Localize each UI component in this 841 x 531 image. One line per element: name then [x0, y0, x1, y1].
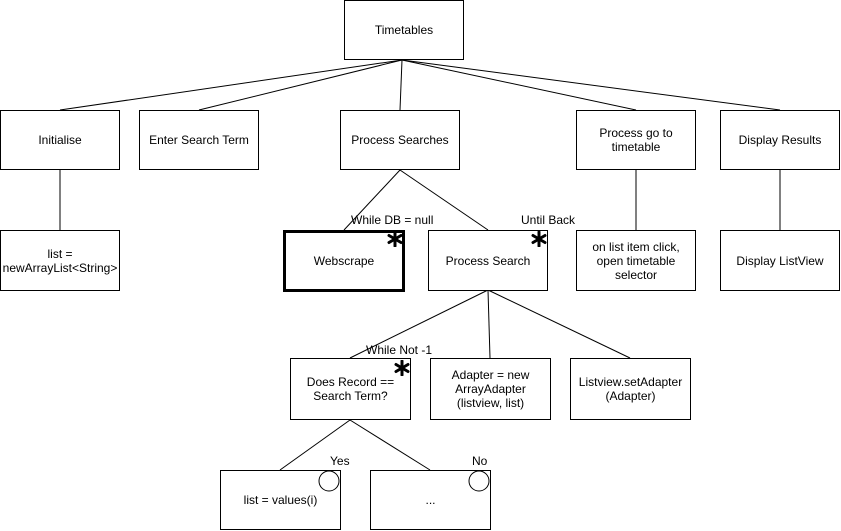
node-list-init-label: list = newArrayList<String>	[2, 246, 118, 275]
edge-process-searches-process-search	[399, 169, 489, 231]
node-process-go-to-timetable: Process go to timetable	[576, 110, 696, 170]
node-timetables-label: Timetables	[374, 23, 434, 37]
node-on-list-item-click: on list item click, open timetable selec…	[576, 230, 696, 291]
selection-circle-icon	[468, 470, 490, 492]
node-does-record: Does Record == Search Term?	[290, 358, 411, 420]
node-process-searches-label: Process Searches	[351, 133, 449, 147]
iteration-star-icon	[531, 231, 547, 247]
iteration-star-icon	[394, 360, 410, 376]
condition-no: No	[472, 454, 488, 468]
edge-timetables-display-results	[401, 59, 781, 111]
node-list-values-label: list = values(i)	[243, 493, 318, 507]
node-list-values: list = values(i)	[220, 470, 341, 530]
node-ellipsis-label: ...	[425, 493, 436, 507]
node-adapter-new: Adapter = new ArrayAdapter (listview, li…	[430, 358, 551, 420]
node-list-init: list = newArrayList<String>	[0, 230, 120, 291]
node-webscrape-label: Webscrape	[313, 254, 375, 268]
node-timetables: Timetables	[344, 0, 464, 60]
node-on-list-item-click-label: on list item click, open timetable selec…	[592, 239, 680, 282]
edge-does-record-list-values	[279, 419, 351, 471]
node-process-searches: Process Searches	[340, 110, 460, 170]
node-display-results-label: Display Results	[738, 133, 822, 147]
edge-timetables-process-go-to-timetable	[401, 59, 637, 111]
node-adapter-new-label: Adapter = new ArrayAdapter (listview, li…	[451, 368, 530, 410]
node-display-results: Display Results	[720, 110, 840, 170]
node-webscrape: Webscrape	[283, 230, 405, 292]
condition-until-back: Until Back	[521, 213, 576, 227]
edge-timetables-enter-search-term	[198, 59, 403, 111]
node-process-go-to-timetable-label: Process go to timetable	[599, 126, 673, 154]
node-display-listview: Display ListView	[720, 230, 840, 291]
node-does-record-label: Does Record == Search Term?	[306, 375, 395, 403]
node-listview-set-adapter-label: Listview.setAdapter (Adapter)	[578, 375, 683, 403]
node-process-search-label: Process Search	[445, 253, 531, 268]
condition-while-not-minus-one: While Not -1	[366, 343, 433, 357]
edge-process-searches-webscrape	[343, 169, 401, 231]
edge-timetables-initialise	[59, 59, 403, 111]
condition-yes: Yes	[330, 454, 350, 468]
node-display-listview-label: Display ListView	[736, 253, 824, 268]
node-initialise: Initialise	[0, 110, 120, 170]
node-process-search: Process Search	[428, 230, 548, 291]
selection-circle-icon	[318, 470, 340, 492]
node-initialise-label: Initialise	[38, 133, 82, 147]
node-enter-search-term-label: Enter Search Term	[149, 133, 249, 147]
node-listview-set-adapter: Listview.setAdapter (Adapter)	[570, 358, 691, 420]
iteration-star-icon	[387, 231, 403, 247]
node-enter-search-term: Enter Search Term	[139, 110, 259, 170]
edge-process-search-set-adapter	[487, 289, 631, 359]
edge-process-search-adapter	[487, 289, 491, 359]
condition-while-db-null: While DB = null	[351, 213, 434, 227]
edge-timetables-process-searches	[399, 59, 403, 111]
edge-process-search-does-record	[349, 289, 489, 359]
edge-does-record-ellipsis	[349, 419, 431, 471]
